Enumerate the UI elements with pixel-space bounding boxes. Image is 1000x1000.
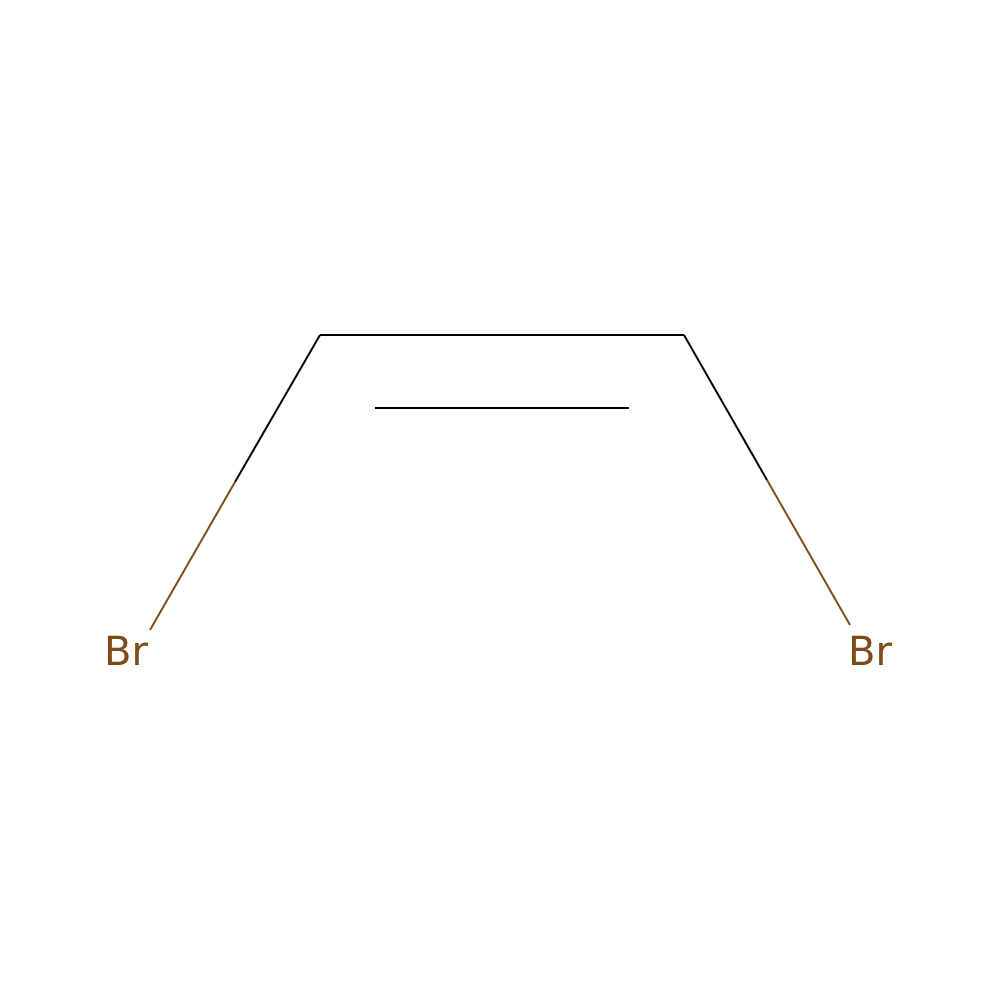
bond-left-carbon-segment [234, 334, 321, 483]
bond-right-carbon-segment [683, 334, 768, 481]
bond-right-bromine-segment [766, 479, 851, 626]
bond-right-c-br [683, 334, 851, 626]
atom-label-br-right: Br [848, 629, 892, 675]
bond-left-bromine-segment [149, 481, 236, 631]
bond-c-c-double [320, 334, 684, 409]
bond-left-c-br [149, 334, 321, 631]
atom-label-br-left: Br [104, 629, 148, 675]
